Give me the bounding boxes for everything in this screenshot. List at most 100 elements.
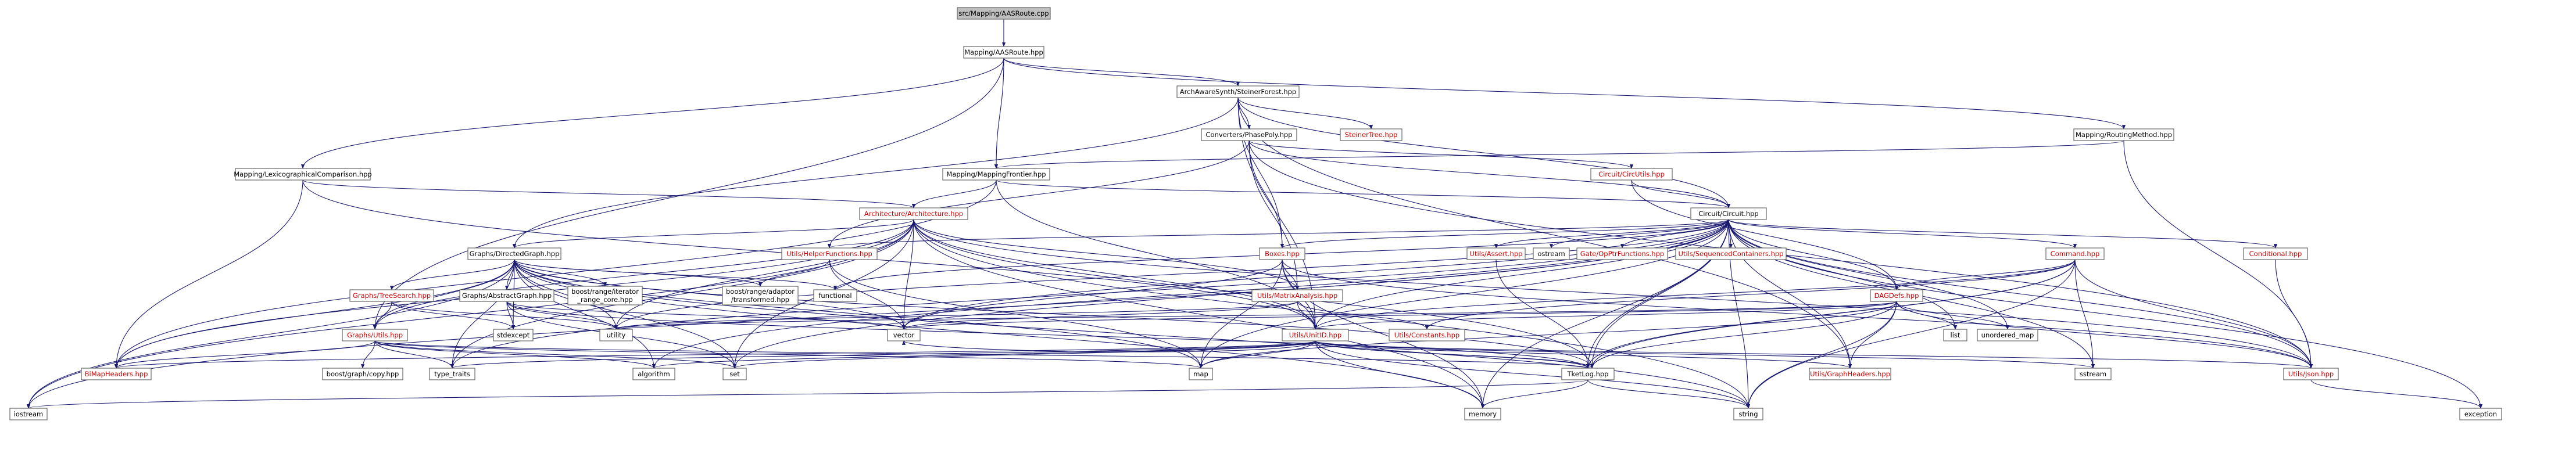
node-label: Graphs/DirectedGraph.hpp — [470, 250, 560, 258]
edge-steinerforest-to-directedgraph — [512, 97, 1239, 249]
node-box — [459, 289, 554, 302]
node-helperfunctions[interactable]: Utils/HelperFunctions.hpp — [781, 247, 878, 260]
edge-unitid-to-vector — [902, 340, 1316, 353]
node-gateopptr[interactable]: Gate/OpPtrFunctions.hpp — [1576, 247, 1668, 260]
node-matrixanalysis[interactable]: Utils/MatrixAnalysis.hpp — [1251, 289, 1343, 302]
node-functional: functional — [813, 289, 857, 302]
node-label: Graphs/TreeSearch.hpp — [353, 292, 431, 300]
node-circutils[interactable]: Circuit/CircUtils.hpp — [1590, 168, 1673, 181]
node-phasepoly[interactable]: Converters/PhasePoly.hpp — [1201, 128, 1297, 141]
node-memory: memory — [1464, 408, 1501, 420]
node-unitid[interactable]: Utils/UnitID.hpp — [1282, 329, 1349, 341]
node-box — [2074, 368, 2112, 380]
node-box — [859, 207, 968, 220]
node-label: Utils/GraphHeaders.hpp — [1810, 370, 1890, 378]
node-treesearch[interactable]: Graphs/TreeSearch.hpp — [349, 289, 434, 302]
edge-json-to-exception — [2310, 379, 2482, 409]
node-box — [342, 329, 408, 341]
node-seqcontainers[interactable]: Utils/SequencedContainers.hpp — [1675, 247, 1787, 260]
edge-directedgraph-to-optional — [514, 259, 1594, 369]
edge-matrixanalysis-to-constants — [1297, 301, 1429, 330]
edge-matrixanalysis-to-utility — [614, 301, 1298, 330]
edge-architecture-to-utility — [614, 219, 914, 330]
node-label: Mapping/AASRoute.hpp — [964, 48, 1043, 56]
node-box — [81, 368, 152, 380]
edge-command-to-unitid — [1314, 259, 2076, 330]
node-dagdefs[interactable]: DAGDefs.hpp — [1870, 289, 1923, 302]
edge-directedgraph-to-iostream — [26, 259, 515, 409]
node-abstractgraph[interactable]: Graphs/AbstractGraph.hpp — [459, 289, 554, 302]
node-steinertree[interactable]: SteinerTree.hpp — [1340, 128, 1403, 141]
node-mappingfrontier[interactable]: Mapping/MappingFrontier.hpp — [942, 168, 1050, 181]
node-utils-assert[interactable]: Utils/Assert.hpp — [1466, 247, 1526, 260]
node-label: boost/range/iterator — [571, 287, 639, 296]
node-exception: exception — [2459, 408, 2502, 420]
node-label: Circuit/Circuit.hpp — [1698, 210, 1758, 218]
node-box — [599, 329, 633, 341]
edge-circuit-to-gateopptr — [1620, 219, 1729, 249]
node-layer: src/Mapping/AASRoute.cppMapping/AASRoute… — [9, 7, 2502, 420]
edge-unitid-to-algorithm — [652, 340, 1316, 369]
node-root[interactable]: src/Mapping/AASRoute.cpp — [957, 7, 1051, 20]
edge-unitid-to-sstream — [1315, 340, 2095, 369]
edge-utils_assert-to-tketlog — [1495, 259, 1590, 369]
node-iostream: iostream — [9, 408, 48, 420]
node-label: stdexcept — [497, 331, 530, 339]
edge-dagdefs-to-unordered_map — [1896, 301, 2010, 330]
edge-matrixanalysis-to-vector — [902, 301, 1298, 330]
node-box — [957, 7, 1051, 20]
edge-architecture-to-json — [913, 219, 2313, 369]
edge-dagdefs-to-utility — [614, 301, 1897, 330]
edge-architecture-to-string — [913, 219, 1751, 409]
node-json[interactable]: Utils/Json.hpp — [2283, 368, 2339, 380]
edge-directedgraph-to-vector — [514, 259, 906, 330]
node-boost-copy: boost/graph/copy.hpp — [322, 368, 403, 380]
node-graphheaders[interactable]: Utils/GraphHeaders.hpp — [1809, 368, 1891, 380]
node-graphutils[interactable]: Graphs/Utils.hpp — [342, 329, 408, 341]
edge-directedgraph-to-algorithm — [514, 259, 656, 369]
node-boxes[interactable]: Boxes.hpp — [1259, 247, 1305, 260]
node-box — [2045, 247, 2105, 260]
node-command[interactable]: Command.hpp — [2045, 247, 2105, 260]
node-label: Utils/Json.hpp — [2288, 370, 2334, 378]
node-box — [1943, 329, 1967, 341]
edge-unitid-to-json — [1315, 340, 2313, 369]
node-routingmethod[interactable]: Mapping/RoutingMethod.hpp — [2073, 128, 2174, 141]
node-constants[interactable]: Utils/Constants.hpp — [1389, 329, 1465, 341]
node-set: set — [722, 368, 747, 380]
node-box — [322, 368, 403, 380]
edge-dagdefs-to-json — [1896, 301, 2313, 369]
node-box — [1201, 128, 1297, 141]
node-label: exception — [2464, 410, 2497, 418]
node-unordered-map: unordered_map — [1977, 329, 2038, 341]
edge-layer — [26, 19, 2483, 409]
node-directedgraph[interactable]: Graphs/DirectedGraph.hpp — [467, 247, 561, 260]
node-label: Mapping/RoutingMethod.hpp — [2076, 131, 2172, 139]
edge-unitid-to-string — [1315, 340, 1750, 409]
node-label: string — [1738, 410, 1758, 418]
node-label: _range_core.hpp — [577, 296, 632, 304]
node-label: vector — [893, 331, 915, 339]
node-label: /transformed.hpp — [731, 296, 789, 304]
edge-command-to-sstream — [2074, 259, 2095, 369]
node-box — [1389, 329, 1465, 341]
node-label: Boxes.hpp — [1265, 250, 1300, 258]
node-label: boost/graph/copy.hpp — [327, 370, 399, 378]
node-lexicographical[interactable]: Mapping/LexicographicalComparison.hpp — [234, 168, 372, 181]
edge-dagdefs-to-optional — [1590, 301, 1897, 369]
edge-circuit-to-unordered_map — [1728, 219, 2010, 330]
edge-unitid-to-tketlog — [1315, 340, 1590, 369]
node-steinerforest[interactable]: ArchAwareSynth/SteinerForest.hpp — [1176, 85, 1300, 98]
node-conditional[interactable]: Conditional.hpp — [2243, 247, 2308, 260]
edge-directedgraph-to-bimapheaders — [114, 259, 515, 369]
node-bimapheaders[interactable]: BiMapHeaders.hpp — [81, 368, 152, 380]
node-architecture[interactable]: Architecture/Architecture.hpp — [859, 207, 968, 220]
node-circuit[interactable]: Circuit/Circuit.hpp — [1690, 207, 1767, 220]
edge-directedgraph-to-boost_iterator — [514, 259, 607, 287]
node-label: BiMapHeaders.hpp — [85, 370, 148, 378]
node-box — [429, 368, 475, 380]
node-label: ArchAwareSynth/SteinerForest.hpp — [1180, 88, 1296, 96]
node-tketlog[interactable]: TketLog.hpp — [1561, 368, 1615, 380]
edge-architecture-to-memory — [913, 219, 1485, 409]
node-aasroute-hpp[interactable]: Mapping/AASRoute.hpp — [963, 46, 1044, 59]
